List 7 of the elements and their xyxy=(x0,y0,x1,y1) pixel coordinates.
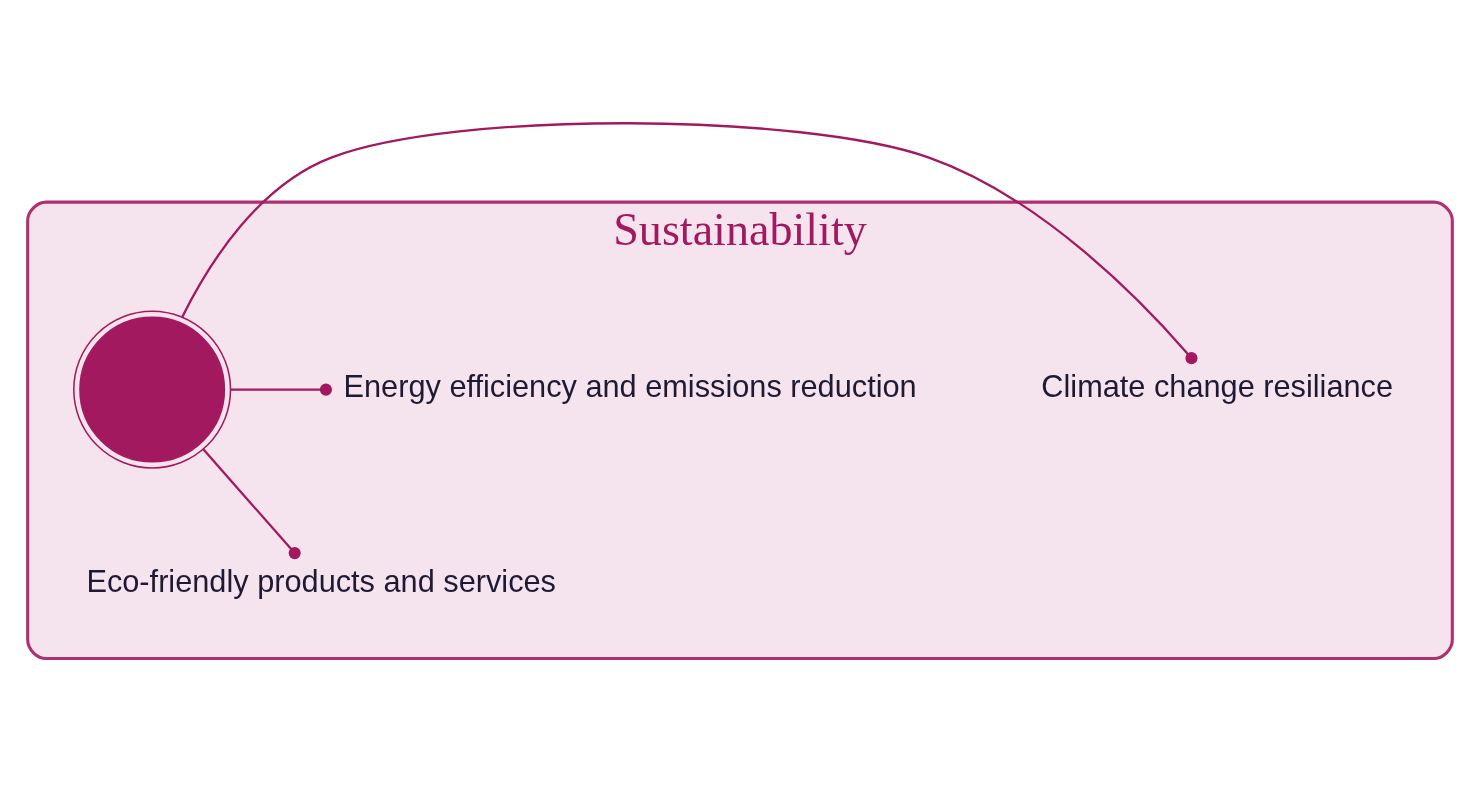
connector xyxy=(181,122,1198,365)
node-text: Climate change resiliance xyxy=(1041,369,1394,405)
connector xyxy=(230,383,332,396)
node-text: Energy efficiency and emissions reduction xyxy=(343,369,917,405)
node-text: Eco-friendly products and services xyxy=(86,564,556,600)
connector xyxy=(202,448,301,560)
node-circle xyxy=(73,310,232,469)
